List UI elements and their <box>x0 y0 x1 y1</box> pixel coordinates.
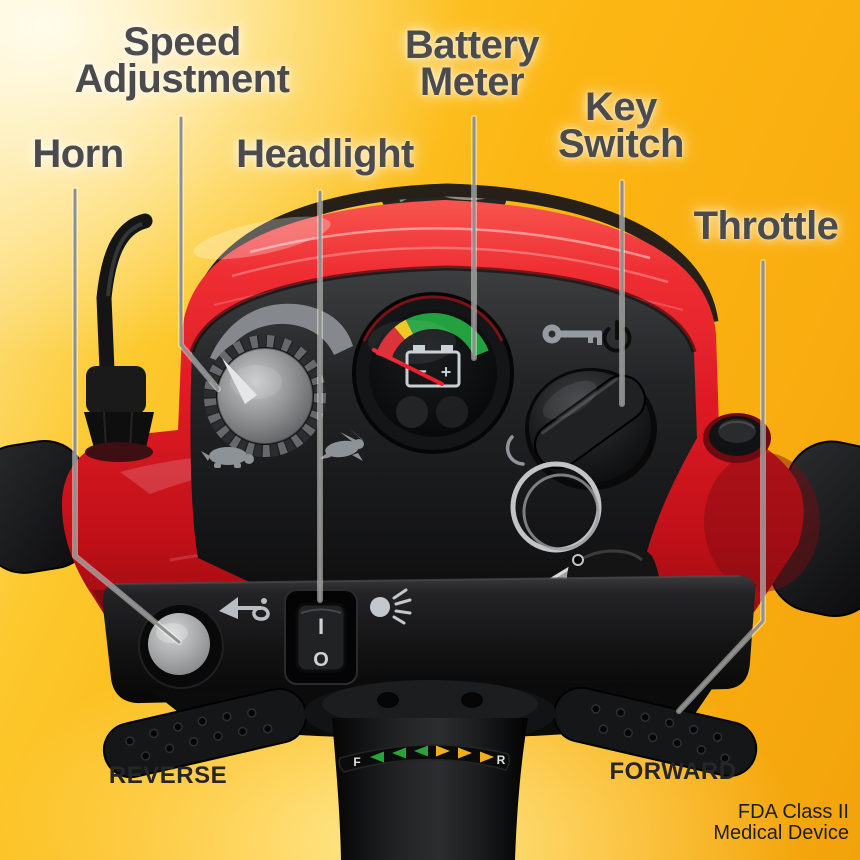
label-line: Battery <box>404 23 540 67</box>
throttle-line <box>677 260 765 713</box>
battery-gauge: − + <box>352 292 514 454</box>
plate-right-letter: R <box>497 753 506 767</box>
label-key-switch: Key Switch <box>558 85 684 166</box>
rotate-direction-arc-icon <box>505 435 525 466</box>
aux-button <box>703 413 771 463</box>
label-forward: FORWARD <box>609 758 737 785</box>
reverse-paddle <box>102 687 308 779</box>
gauge-needle <box>372 348 444 386</box>
label-line: Horn <box>32 132 124 176</box>
rocker-on-label: I <box>318 614 324 639</box>
headlight-icon <box>370 588 412 625</box>
paddle-grip-dots <box>591 704 730 764</box>
power-icon <box>602 320 632 353</box>
label-line: Switch <box>558 122 684 166</box>
gauge-plus-label: + <box>441 362 452 382</box>
plate-forward-arrows <box>436 745 494 763</box>
footnote-line: FDA Class II <box>737 801 849 823</box>
headlight-rocker-switch: I O <box>284 589 358 685</box>
gauge-yellow-zone <box>394 319 414 340</box>
plate-reverse-arrows <box>370 745 428 763</box>
key-ring <box>510 461 602 553</box>
footnote-line: Medical Device <box>713 822 849 844</box>
gauge-green-zone <box>405 313 489 357</box>
speed-adjustment-line <box>179 116 220 391</box>
label-line: Speed <box>123 20 241 64</box>
horn-line <box>73 188 181 644</box>
label-reverse: REVERSE <box>108 762 228 789</box>
paddle-grip-dots <box>125 708 273 761</box>
key-icon <box>542 324 602 345</box>
label-line: Headlight <box>236 132 414 176</box>
label-horn: Horn <box>32 132 124 176</box>
callout-lines <box>72 115 766 714</box>
label-headlight: Headlight <box>236 132 414 176</box>
speed-range-arc-icon <box>210 303 353 362</box>
rabbit-fast-icon <box>318 428 364 461</box>
direction-indicator-plate: F R <box>338 744 510 773</box>
label-line: Adjustment <box>74 57 291 101</box>
horn-icon <box>219 597 270 621</box>
label-line: Throttle <box>693 204 839 248</box>
plate-left-letter: F <box>353 755 360 769</box>
label-line: Meter <box>419 60 525 104</box>
turtle-slow-icon <box>201 447 254 468</box>
rocker-off-label: O <box>313 649 329 671</box>
label-speed-adjustment: Speed Adjustment <box>74 20 291 101</box>
label-line: Key <box>585 85 657 129</box>
speed-adjustment-dial <box>204 335 326 457</box>
forward-paddle <box>553 686 758 777</box>
dial-pointer <box>222 358 257 404</box>
label-throttle: Throttle <box>693 204 839 248</box>
label-battery-meter: Battery Meter <box>404 23 540 104</box>
fda-footnote: FDA Class II Medical Device <box>713 802 849 844</box>
mirror-stem <box>84 213 154 462</box>
